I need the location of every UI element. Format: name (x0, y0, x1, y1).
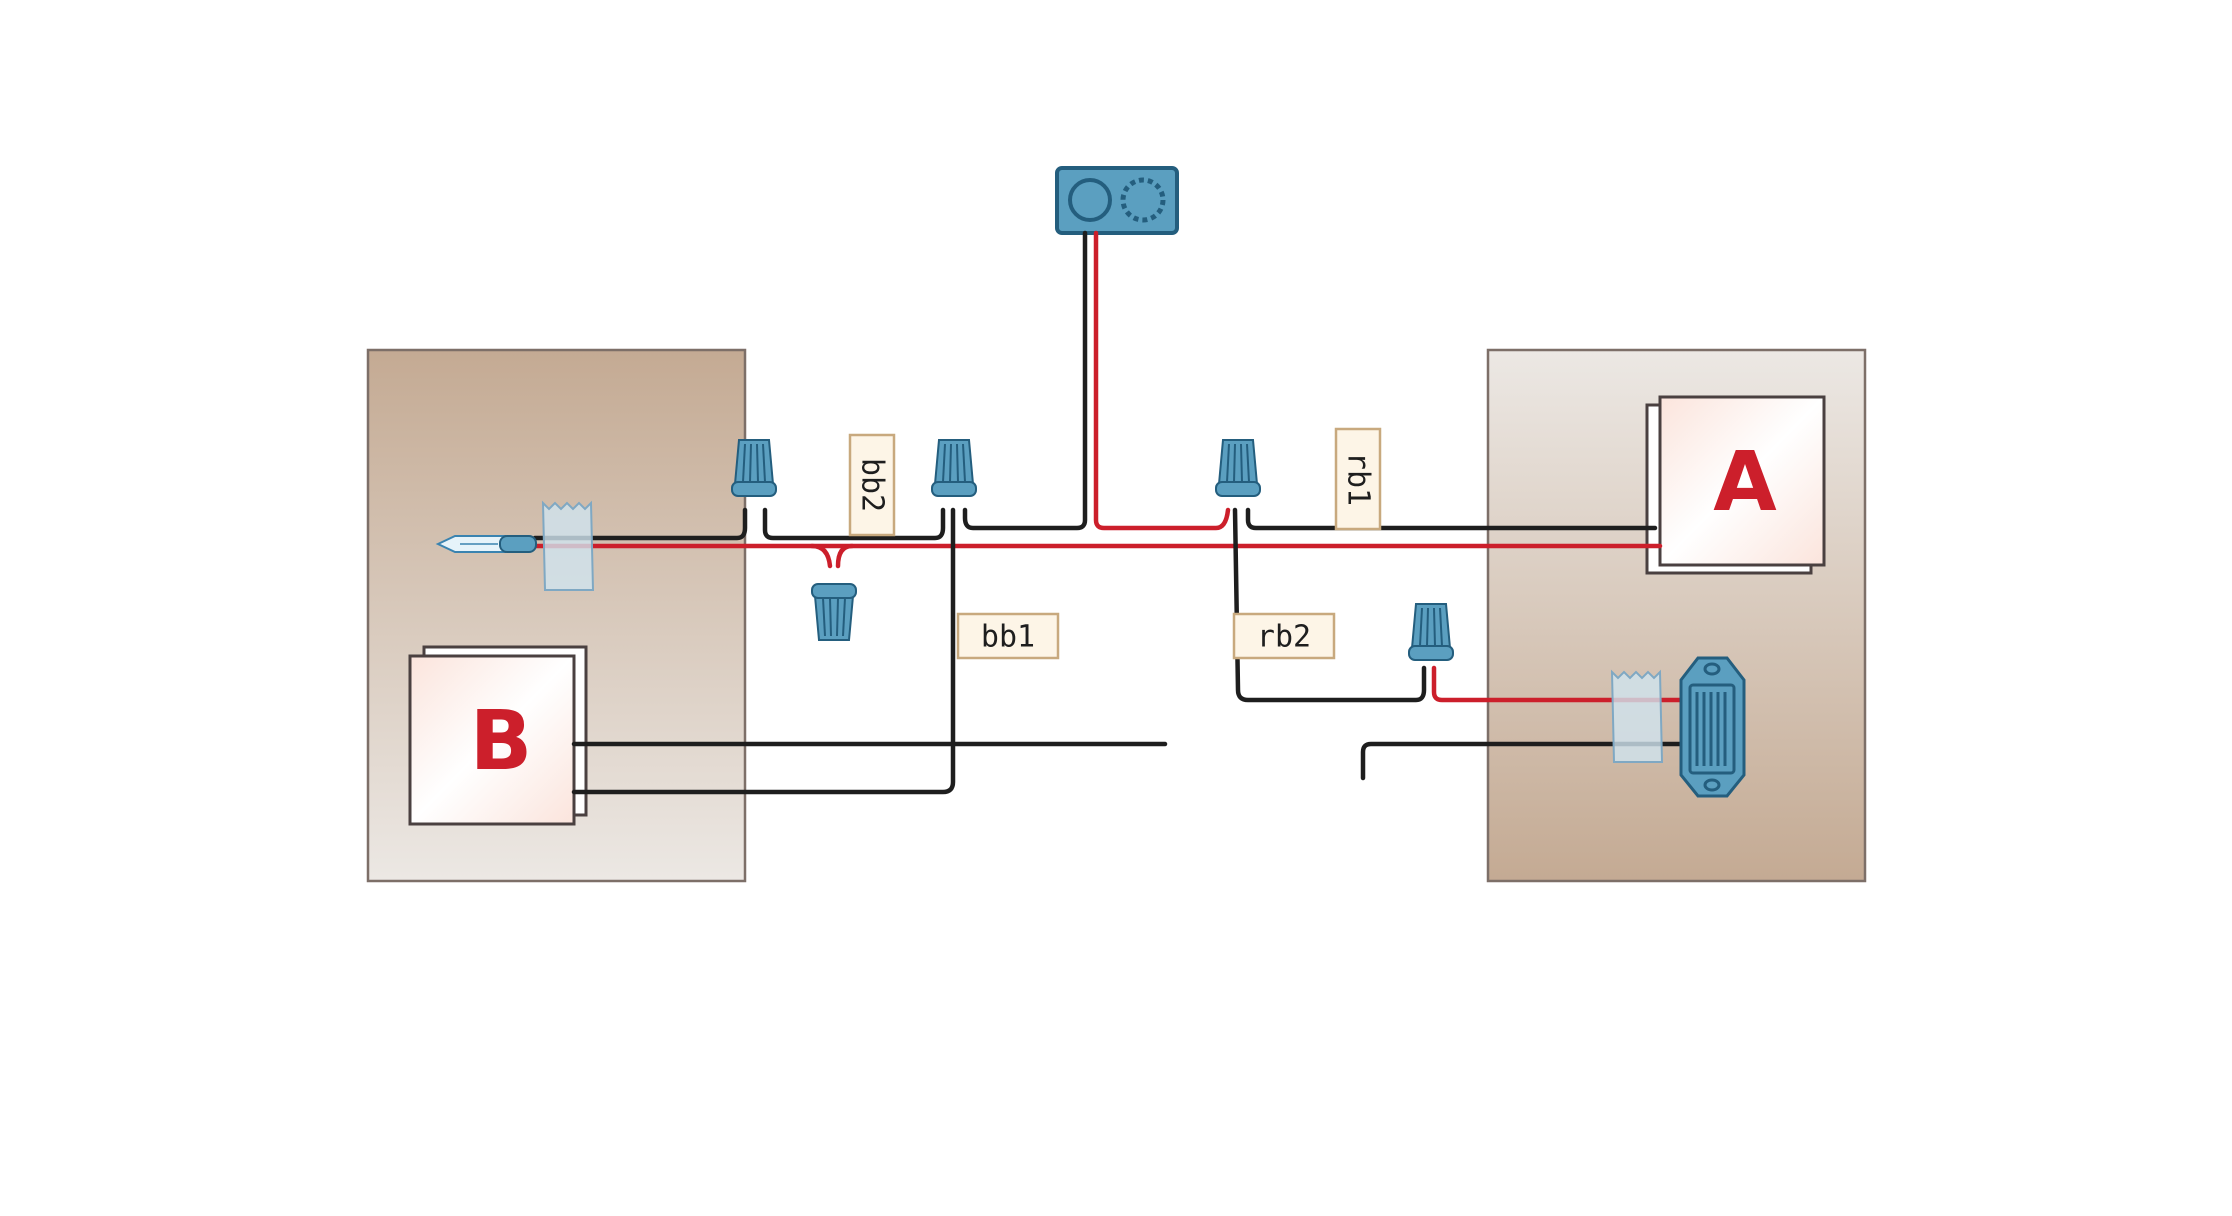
tape-icon (1610, 669, 1664, 763)
red-wire-to-plate (1431, 665, 1688, 703)
tape-icon (541, 500, 595, 591)
voltage-tester-icon (435, 535, 537, 553)
tag-bb1: bb1 (956, 612, 1060, 660)
black-wire-bb1 (571, 507, 956, 795)
black-wire-rb1 (1245, 507, 1658, 531)
box-b: B (408, 645, 588, 826)
box-a-label: A (1713, 435, 1777, 530)
red-wire-to-bottom-nut (809, 543, 833, 569)
wire-nut-icon (931, 439, 977, 497)
thermostat-icon (1055, 166, 1179, 235)
black-wire-to-plate (1360, 741, 1688, 781)
box-a: A (1645, 395, 1826, 575)
black-wire-tester (532, 507, 748, 541)
tag-rb1: rb1 (1334, 427, 1382, 531)
wire-nut-icon (1408, 603, 1454, 661)
black-wire-rb2 (1232, 507, 1427, 703)
black-wire-bb2 (762, 507, 946, 541)
tag-rb2: rb2 (1232, 612, 1336, 660)
svg-text:rb2: rb2 (1257, 620, 1311, 655)
wire-nut-icon (1215, 439, 1261, 497)
box-b-label: B (470, 694, 533, 789)
svg-text:bb1: bb1 (981, 620, 1035, 655)
wire-nut-icon (811, 583, 857, 641)
wire-nut-icon (731, 439, 777, 497)
tag-bb2: bb2 (848, 433, 896, 537)
svg-text:rb1: rb1 (1341, 452, 1376, 506)
red-wire-to-bottom-nut-2 (835, 543, 855, 569)
black-wire-thermostat (962, 230, 1088, 531)
red-wire-thermostat (1093, 230, 1231, 531)
svg-text:bb2: bb2 (855, 458, 890, 512)
wall-plate-icon (1679, 656, 1746, 798)
